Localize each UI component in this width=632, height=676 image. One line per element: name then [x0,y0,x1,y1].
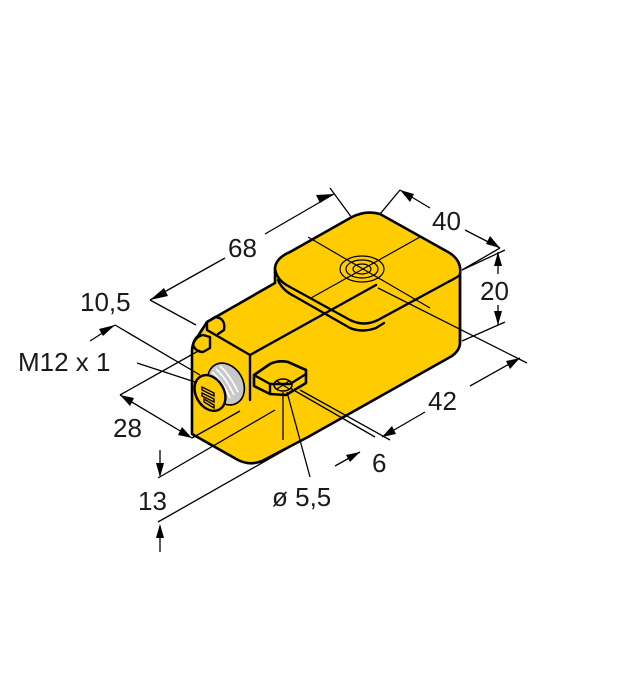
dimension-label-height: 20 [480,276,509,306]
dimension-label-connector: M12 x 1 [18,347,111,377]
dimension-label-base-height: 13 [138,486,167,516]
dimension-length: 68 [149,187,353,326]
dimension-label-flange-offset: 10,5 [80,287,131,317]
dimension-height: 20 [461,249,509,342]
dimension-base-height: 13 [138,409,291,552]
sensor-housing [190,211,462,465]
concentric-target-icon [307,236,431,309]
dimension-hole-spacing: 42 [299,287,528,441]
dimension-label-hole-spacing: 42 [428,386,457,416]
dimension-connector-depth: 28 [113,349,241,443]
dimension-label-connector-depth: 28 [113,413,142,443]
dimension-label-hole-diameter: ø 5,5 [272,482,331,512]
dimension-width: 40 [379,189,501,271]
dimension-hole-diameter: ø 5,5 [272,391,331,512]
m12-connector-icon [193,362,246,413]
dimension-label-hole-offset: 6 [372,448,386,478]
dimension-connector: M12 x 1 [18,347,196,383]
dimension-label-length: 68 [228,233,257,263]
dimension-flange-offset: 10,5 [80,287,201,376]
dimension-label-width: 40 [432,206,461,236]
dimension-hole-offset: 6 [289,387,386,478]
